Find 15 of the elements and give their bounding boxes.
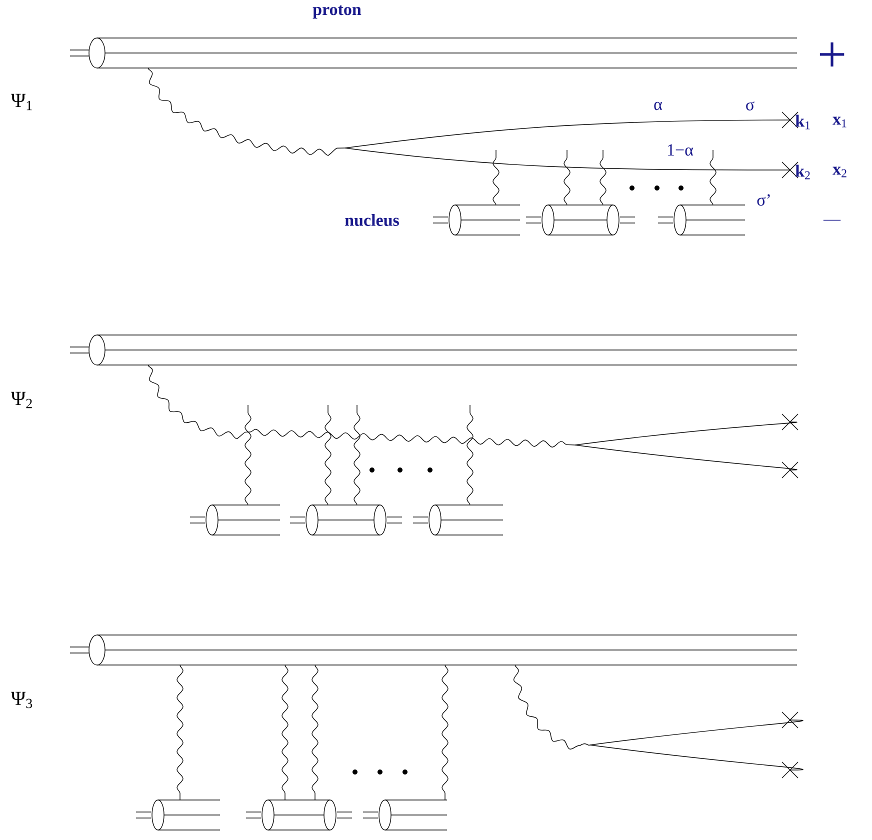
wavefunction-label: Ψ$_{2}$ <box>10 392 32 408</box>
momentum-label: k$_{2}$ <box>795 164 810 180</box>
momentum-fraction-label: 1−α <box>668 144 694 156</box>
charge-sign: + <box>820 42 844 67</box>
momentum-label: k$_{1}$ <box>795 114 810 130</box>
charge-sign: — <box>823 220 841 221</box>
momentum-fraction-label: α <box>654 102 662 110</box>
spin-label: σ <box>746 102 754 110</box>
particle-label: nucleus <box>345 214 399 226</box>
wavefunction-label: Ψ$_{3}$ <box>10 692 32 708</box>
spin-label: σ’ <box>757 194 770 206</box>
position-label: x$_{2}$ <box>832 166 846 178</box>
wavefunction-label: Ψ$_{1}$ <box>10 94 32 110</box>
position-label: x$_{1}$ <box>832 116 846 128</box>
particle-label: proton <box>312 5 362 19</box>
